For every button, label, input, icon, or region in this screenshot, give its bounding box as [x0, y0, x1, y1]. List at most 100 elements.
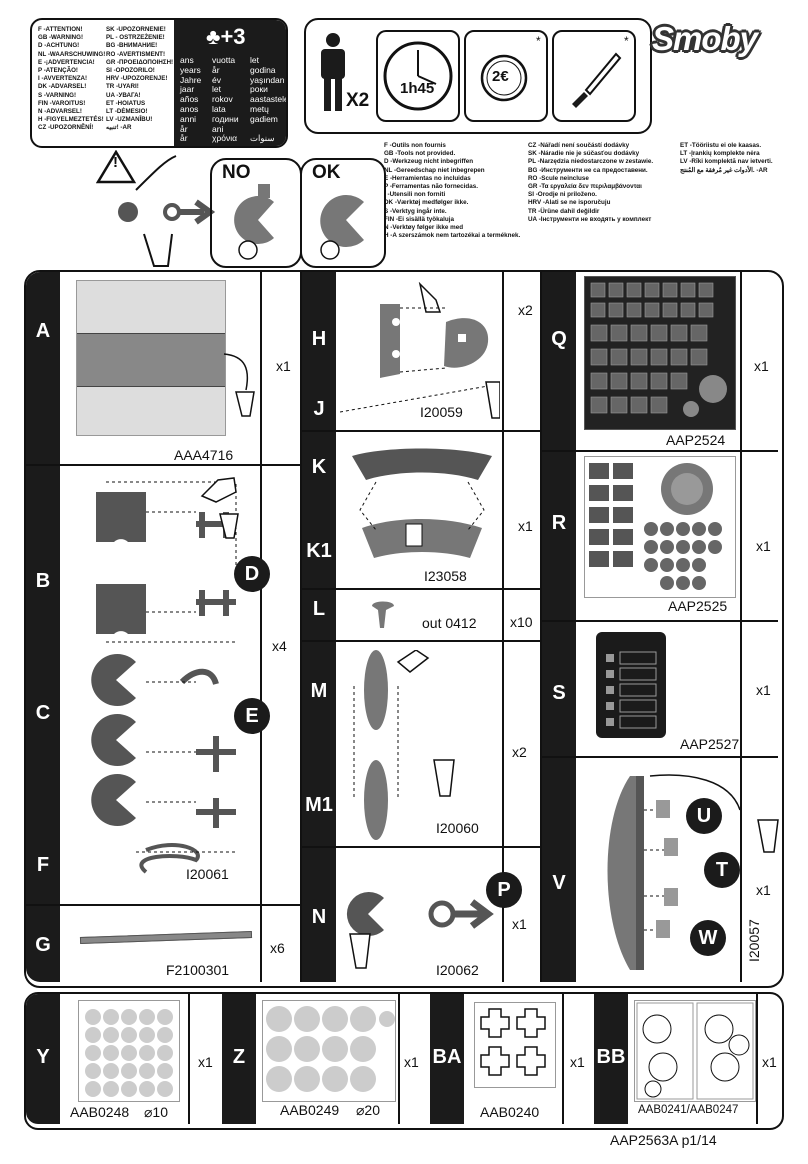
tools-text: UA -Інструменти не входять у комплект — [528, 215, 652, 223]
tools-text: I -Utensili non forniti — [384, 191, 446, 199]
part-n-qty: x1 — [512, 916, 527, 932]
part-bb-qty: x1 — [762, 1054, 777, 1070]
part-y-diameter: ⌀10 — [144, 1104, 169, 1120]
coin-label: 2€ — [492, 68, 509, 85]
part-letter-k: K — [311, 456, 327, 478]
tools-text: ET -Tööriistu ei ole kaasas. — [680, 142, 762, 149]
age-text: aastastele — [250, 94, 288, 105]
divider — [302, 588, 542, 590]
age-text: år — [180, 123, 188, 134]
part-kk1-diagram — [352, 448, 492, 558]
part-letter-r: R — [551, 512, 567, 534]
warning-mark: ! — [113, 154, 118, 171]
tools-text: NL -Gereedschap niet inbegrepen — [384, 166, 485, 174]
warning-text: GR -ΠΡΟΕΙΔΟΠΟΙΗΣΗ! — [106, 58, 174, 66]
warning-list-right: SK -UPOZORNENIE! PL - OSTRZEŻENIE! BG -В… — [106, 26, 173, 132]
part-y-sheet — [78, 1000, 180, 1102]
callout-d: D — [234, 556, 270, 592]
part-y-code: AAB0248 — [70, 1104, 130, 1120]
part-r-qty: x1 — [756, 538, 771, 554]
person-count: X2 — [346, 90, 370, 111]
age-text: роки — [250, 84, 268, 95]
divider — [562, 994, 564, 1124]
part-bb-sheet — [634, 1000, 756, 1102]
tools-text: N -Verktøy følger ikke med — [384, 223, 464, 231]
part-letter-z: Z — [232, 1046, 246, 1068]
part-letter-m: M — [310, 680, 328, 702]
warning-text: F -ATTENTION! — [38, 26, 83, 33]
warning-box: F -ATTENTION! GB -WARNING! D -ACHTUNG! N… — [30, 18, 288, 148]
part-mm1-qty: x2 — [512, 744, 527, 760]
part-kk1-code: I23058 — [424, 568, 467, 584]
part-z-sheet — [262, 1000, 396, 1102]
letter-bar-ba: BA — [430, 994, 464, 1124]
part-s-panel-detail — [606, 651, 657, 729]
part-y-qty: x1 — [198, 1054, 213, 1070]
part-bb-circles — [636, 1002, 754, 1100]
divider — [26, 904, 302, 906]
assembly-time: 1h45 — [400, 80, 435, 97]
part-a-band — [77, 333, 225, 387]
tools-text: الأدوات غير مُرفقة مع المُنتج. -AR — [680, 166, 768, 174]
age-text: år — [180, 133, 188, 144]
part-r-sticker-grid — [589, 463, 722, 590]
part-letter-ba: BA — [432, 1046, 462, 1068]
asterisk: * — [624, 34, 629, 48]
part-letter-b: B — [35, 570, 51, 592]
part-g-qty: x6 — [270, 940, 285, 956]
knife-icon — [572, 52, 622, 108]
age-text: ans — [180, 55, 194, 65]
warning-text: RO -AVERTISMENT! — [106, 50, 166, 58]
part-r-code: AAP2525 — [668, 598, 728, 614]
warning-text: FIN -VAROITUS! — [38, 99, 86, 107]
assembly-info-box: X2 1h45 2€ * * — [304, 18, 652, 134]
tools-not-provided-col-2: CZ -Nářadí není součástí dodávky SK -Nár… — [528, 142, 653, 224]
page-footer: AAP2563A p1/14 — [610, 1132, 717, 1148]
divider — [300, 272, 302, 982]
tools-text: F -Outils non fournis — [384, 142, 446, 149]
part-letter-h: H — [311, 328, 327, 350]
callout-w: W — [690, 920, 726, 956]
part-letter-f: F — [36, 854, 50, 876]
correct-assembly-icon — [320, 195, 364, 260]
part-l-screw-icon — [372, 601, 394, 628]
divider — [302, 640, 542, 642]
divider — [542, 620, 778, 622]
tools-text: SK -Náradie nie je súčasťou dodávky — [528, 150, 640, 158]
age-text: metų — [250, 103, 269, 114]
warning-text: TR -UYARI! — [106, 83, 139, 91]
callout-e: E — [234, 698, 270, 734]
age-warning-panel: ♣+3 ans years Jahre jaar años anos anni … — [174, 20, 288, 146]
part-l-code: out 0412 — [422, 615, 477, 631]
age-badge: ♣+3 — [206, 24, 246, 49]
warning-text: CZ -UPOZORNĚNÍ! — [38, 124, 94, 132]
part-v-qty: x1 — [756, 882, 771, 898]
letter-bar-middle: H J K K1 L M M1 N — [302, 272, 336, 982]
warning-text: E -¡ADVERTENCIA! — [38, 58, 95, 66]
part-a-image — [76, 280, 226, 436]
divider — [188, 994, 190, 1124]
age-text: gadiem — [250, 113, 278, 124]
tools-text: E -Herramientas no incluidas — [384, 174, 471, 182]
warning-text: P -ATENÇÃO! — [38, 66, 78, 74]
age-text: rokov — [212, 94, 233, 105]
divider — [542, 450, 778, 452]
letter-bar-right: Q R S V — [542, 272, 576, 982]
part-n-code: I20062 — [436, 962, 479, 978]
part-letter-k1: K1 — [306, 540, 332, 562]
ok-pictogram: OK — [300, 158, 386, 268]
callout-u: U — [686, 798, 722, 834]
warning-list-left: F -ATTENTION! GB -WARNING! D -ACHTUNG! N… — [38, 26, 105, 132]
coin-icon — [480, 54, 528, 102]
part-letter-m1: M1 — [305, 794, 333, 816]
part-ba-qty: x1 — [570, 1054, 585, 1070]
part-letter-q: Q — [551, 328, 567, 350]
part-bcf-qty: x4 — [272, 638, 287, 654]
warning-text: GB -WARNING! — [38, 34, 84, 42]
warning-text: HRV -UPOZORENJE! — [106, 75, 168, 83]
part-hj-diagram — [340, 282, 500, 419]
part-a-qty: x1 — [276, 358, 291, 374]
warning-text: H -FIGYELMEZTETÉS! — [38, 116, 104, 124]
warning-text: UA -УВАГА! — [106, 91, 141, 99]
part-mm1-code: I20060 — [436, 820, 479, 836]
